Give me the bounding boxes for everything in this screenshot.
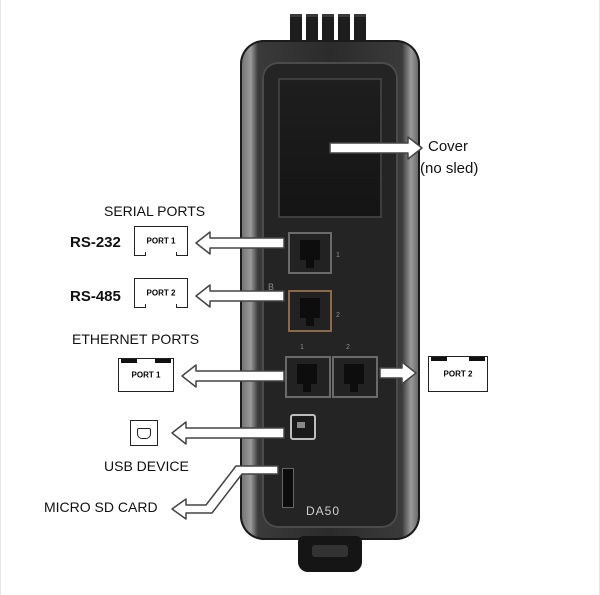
usb-device-port <box>290 414 316 440</box>
serial-ports-heading: SERIAL PORTS <box>104 203 206 219</box>
serial-port-rs232-jack <box>288 232 332 274</box>
cover-arrow <box>329 136 423 160</box>
usb-arrow <box>171 421 285 445</box>
ethernet-number-2: 2 <box>346 344 350 351</box>
serial-port1-icon: PORT 1 <box>134 226 188 256</box>
serial-port-rs485-jack <box>288 290 332 332</box>
ethernet-port1-arrow <box>181 364 285 388</box>
rs485-arrow <box>195 284 285 308</box>
serial-port2-icon-label: PORT 2 <box>146 288 176 298</box>
ethernet-ports-heading: ETHERNET PORTS <box>72 331 200 347</box>
rs485-label: RS-485 <box>70 288 121 305</box>
usb-b-icon <box>130 420 158 446</box>
rs232-label: RS-232 <box>70 234 121 251</box>
ethernet-port2-icon: PORT 2 <box>428 356 488 392</box>
din-rail-foot-clip <box>312 545 348 557</box>
usb-device-label: USB DEVICE <box>104 458 189 474</box>
terminal-block-pin <box>306 14 318 47</box>
serial-bracket-mark: B <box>268 282 275 292</box>
port-number-2: 2 <box>336 312 340 319</box>
frame-left-edge <box>0 0 1 595</box>
port-number-1: 1 <box>336 252 340 259</box>
terminal-block-pin <box>322 14 334 47</box>
terminal-block-pin <box>290 14 302 47</box>
ethernet-port1-icon: PORT 1 <box>118 358 174 392</box>
serial-port2-icon: PORT 2 <box>134 278 188 308</box>
ethernet-port-1-jack <box>285 356 331 398</box>
ethernet-port-2-jack <box>332 356 378 398</box>
rs232-arrow <box>195 231 285 255</box>
cover-label: Cover <box>428 138 469 155</box>
serial-port1-icon-label: PORT 1 <box>146 236 176 246</box>
micro-sd-slot <box>282 468 294 508</box>
device-model-label: DA50 <box>306 504 341 518</box>
terminal-block-pin <box>354 14 366 47</box>
cover-sub-label: (no sled) <box>420 160 479 177</box>
micro-sd-arrow <box>171 465 279 520</box>
micro-sd-card-label: MICRO SD CARD <box>44 499 158 515</box>
ethernet-port1-icon-label: PORT 1 <box>131 370 161 380</box>
ethernet-port2-arrow <box>379 361 417 385</box>
ethernet-port2-icon-label: PORT 2 <box>443 369 473 379</box>
ethernet-number-1: 1 <box>300 344 304 351</box>
terminal-block-pin <box>338 14 350 47</box>
